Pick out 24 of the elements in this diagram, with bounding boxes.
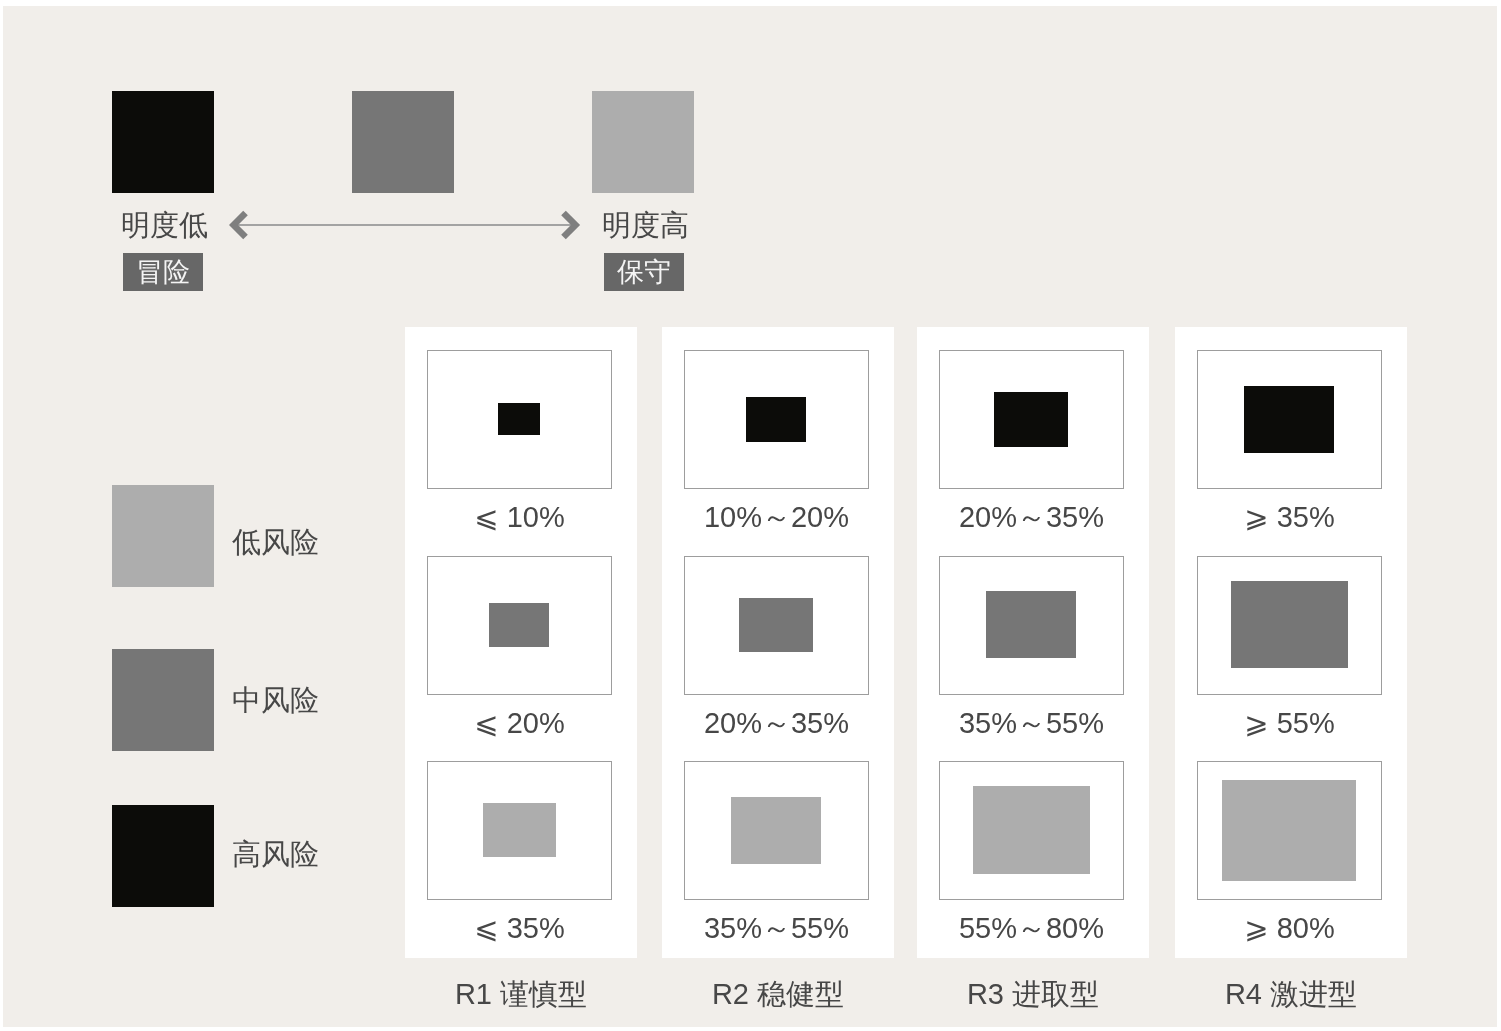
legend-label: 低风险 bbox=[232, 525, 319, 559]
column-label: R2 稳健型 bbox=[711, 977, 845, 1011]
tag: 冒险 bbox=[123, 253, 203, 291]
column-label: R4 激进型 bbox=[1224, 977, 1358, 1011]
range-label: 10%～20% bbox=[703, 500, 850, 534]
scale-label: 明度低 bbox=[120, 208, 208, 242]
column-label: R3 进取型 bbox=[966, 977, 1100, 1011]
range-label: ⩽ 35% bbox=[474, 911, 565, 945]
range-label: 55%～80% bbox=[958, 911, 1105, 945]
legend-label: 高风险 bbox=[232, 837, 319, 871]
legend-label: 中风险 bbox=[232, 683, 319, 717]
range-label: 20%～35% bbox=[703, 705, 850, 740]
range-label: ⩾ 80% bbox=[1244, 911, 1335, 945]
range-label: ⩾ 55% bbox=[1244, 705, 1335, 740]
range-label: ⩽ 10% bbox=[474, 500, 565, 534]
double-arrow bbox=[230, 209, 579, 241]
scale-label: 明度高 bbox=[601, 208, 689, 242]
range-label: ⩽ 20% bbox=[474, 705, 565, 740]
range-label: 20%～35% bbox=[958, 500, 1105, 534]
range-label: 35%～55% bbox=[958, 705, 1105, 740]
range-label: 35%～55% bbox=[703, 911, 850, 945]
column-label: R1 谨慎型 bbox=[454, 977, 588, 1011]
range-label: ⩾ 35% bbox=[1244, 500, 1335, 534]
tag: 保守 bbox=[604, 253, 684, 291]
